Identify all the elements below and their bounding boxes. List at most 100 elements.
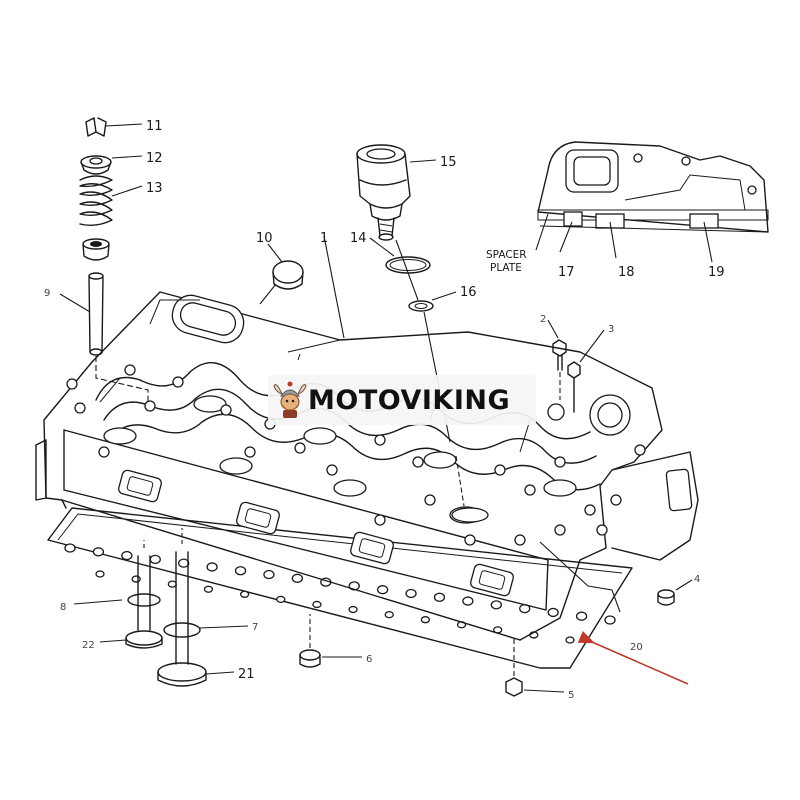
deck-bolt-hole [244,446,256,458]
callout-3: 3 [608,324,614,335]
gasket-hole [420,616,431,624]
callout-10: 10 [256,231,273,246]
gasket-hole [206,562,218,572]
gasket-hole [490,600,502,610]
callout-21: 21 [238,667,255,682]
valve-pocket [193,395,227,413]
intake-port-inner [478,570,506,590]
gasket-hole [239,590,250,598]
valve-pocket [543,479,577,497]
deck-bolt-hole [554,456,566,468]
callout-18: 18 [618,265,635,280]
gasket-hole [64,543,76,553]
valve-pocket [303,427,337,445]
deck-bolt-hole [326,464,338,476]
gasket-hole [276,595,286,604]
gasket-hole [178,558,190,568]
gasket-hole [234,566,247,576]
callout-11: 11 [146,119,163,134]
valve-pocket [103,427,137,445]
callout-8: 8 [60,602,66,613]
deck-bolt-hole [172,376,184,388]
gasket-hole [348,605,358,614]
deck-bolt-hole [464,534,476,546]
gasket-hole [376,585,389,595]
valve-pocket [219,457,253,475]
gasket-hole [575,611,588,621]
callout-1: 1 [320,231,328,246]
callout-19: 19 [708,265,725,280]
deck-bolt-hole [74,402,86,414]
callout-9: 9 [44,288,50,299]
deck-bolt-hole [374,514,386,526]
callout-7: 7 [252,622,258,633]
gasket-hole [95,570,105,578]
gasket-hole [149,554,161,565]
deck-bolt-hole [634,444,646,456]
intake-port [236,501,280,535]
callout-17: 17 [558,265,575,280]
callout-2: 2 [540,314,546,325]
gasket-hole [167,580,177,588]
spacer-plate-inset [535,141,769,263]
callout-16: 16 [460,285,477,300]
small-fasteners [299,589,675,697]
leader-20 [539,541,621,613]
intake-port-inner [244,508,272,528]
gasket-hole [604,615,616,625]
callout-4: 4 [694,574,700,585]
deck-bolt-hole [596,524,608,536]
callout-6: 6 [366,654,372,665]
deck-bolt-hole [610,494,622,506]
valve-spring-stack [79,117,149,402]
red-pointer-arrow [577,631,689,685]
deck-bolt-hole [514,534,526,546]
gasket-hole [203,585,214,593]
callout-5: 5 [568,690,574,701]
gasket-hole [565,636,575,644]
gasket-hole [384,610,394,619]
gasket-hole [131,575,141,583]
deck-bolt-hole [124,364,136,376]
callout-20: 20 [630,642,643,653]
valve-pocket [423,451,457,469]
cylinder-head [35,291,699,641]
deck-bolt-hole [374,434,386,446]
deck-bolt-hole [524,484,536,496]
intake-port-inner [126,476,154,496]
deck-bolt-hole [98,446,110,458]
callout-12: 12 [146,151,163,166]
intake-port [470,563,514,597]
callout-labels: 11 12 13 9 10 1 14 15 16 2 3 SPACER PLAT… [44,119,725,701]
gasket-hole [547,607,559,618]
intake-port [350,531,394,565]
deck-bolt-hole [66,378,78,390]
deck-bolt-hole [294,442,306,454]
deck-bolt-hole [584,504,596,516]
watermark-banner: MOTOVIKING [268,375,536,425]
gasket-hole [121,550,133,561]
intake-port [118,469,162,503]
head-gasket [47,507,633,669]
callout-15: 15 [440,155,457,170]
gasket-hole [92,547,105,557]
gasket-hole [312,600,322,609]
callout-14: 14 [350,231,367,246]
deck-bolt-hole [494,464,506,476]
deck-bolt-hole [144,400,156,412]
deck-bolt-hole [412,456,424,468]
callout-13: 13 [146,181,163,196]
plug-10 [259,260,304,305]
intake-port-inner [358,538,386,558]
watermark-text: MOTOVIKING [308,384,511,416]
gasket-hole [405,588,417,599]
spacer-plate-label-line2: PLATE [490,262,522,274]
spacer-plate-label-line1: SPACER [486,249,527,261]
valves [125,528,207,687]
callout-22: 22 [82,640,95,651]
bolts-2-3 [552,339,581,413]
callout-leaders [59,123,693,693]
gasket-hole [433,592,446,602]
